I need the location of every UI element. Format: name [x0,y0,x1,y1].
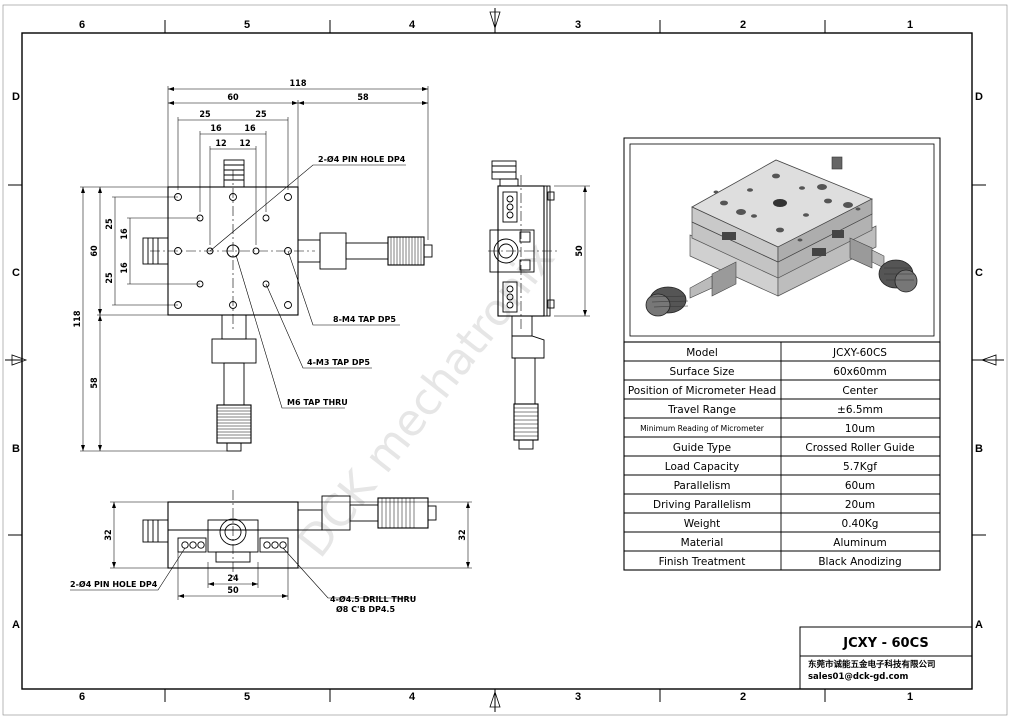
spec-table [623,341,941,571]
zone-row-c-right: C [975,267,983,279]
top-view-dimensions [80,86,429,452]
zone-col-5-bottom: 5 [244,691,250,703]
front-callout-drill: 4-Ø4.5 DRILL THRU [330,594,416,604]
callout-pin-hole: 2-Ø4 PIN HOLE DP4 [318,154,406,164]
drawing-frame [2,4,1008,716]
spec-label-position: Position of Micrometer Head [628,385,776,397]
bottom-micrometer-body [221,314,247,340]
spec-value-min-reading: 10um [845,423,875,435]
zone-col-3: 3 [575,19,581,31]
zone-col-2: 2 [740,19,746,31]
zone-col-4: 4 [409,19,416,31]
bottom-micrometer-thimble [216,404,252,444]
spec-label-load: Load Capacity [665,461,739,473]
spec-value-driving-parallelism: 20um [845,499,875,511]
spec-label-parallelism: Parallelism [674,480,731,492]
zone-row-b-right: B [975,443,983,455]
zone-col-3-bottom: 3 [575,691,581,703]
spec-value-weight: 0.40Kg [842,518,879,530]
zone-col-6-bottom: 6 [79,691,85,703]
dim-25-upper: 25 [105,218,115,230]
dim-118-top: 118 [290,79,307,89]
front-dim-32-right: 32 [458,529,468,540]
side-dim-50: 50 [575,245,585,257]
zone-row-b: B [12,443,20,455]
front-dim-24: 24 [227,574,239,584]
inner-border [21,32,973,690]
product-photo [623,137,941,343]
zone-col-6: 6 [79,19,85,31]
dim-16-upper: 16 [120,228,130,240]
front-view-labels: 32 32 24 50 2-Ø4 PIN HOLE DP4 4-Ø4.5 DRI… [70,529,468,614]
dim-25-left: 25 [199,110,211,120]
spec-value-finish: Black Anodizing [818,556,901,568]
spec-value-position: Center [842,385,878,397]
dim-12-right: 12 [239,139,250,149]
spec-label-guide: Guide Type [673,442,731,454]
top-view-callouts [209,164,406,409]
zone-row-a: A [12,619,20,631]
spec-value-guide: Crossed Roller Guide [805,442,914,454]
front-view [70,490,472,600]
top-view-dim-labels: 118 60 58 25 25 16 16 12 12 118 60 25 16… [73,79,369,389]
dim-60-top: 60 [227,93,239,103]
zone-col-4-bottom: 4 [409,691,416,703]
dim-58-left: 58 [90,377,100,389]
zone-col-5: 5 [244,19,250,31]
spec-value-surface: 60x60mm [833,366,886,378]
title-model: JCXY - 60CS [842,636,929,651]
spec-label-weight: Weight [684,518,721,530]
title-company: 东莞市诚能五金电子科技有限公司 [808,659,936,670]
spec-label-material: Material [681,537,724,549]
top-view-arrowheads [81,87,428,451]
dim-16-lower: 16 [120,262,130,274]
spec-label-surface: Surface Size [670,366,735,378]
dim-12-left: 12 [215,139,226,149]
spec-label-min-reading: Minimum Reading of Micrometer [640,424,765,433]
zone-col-1: 1 [907,19,913,31]
top-view-callout-text: 2-Ø4 PIN HOLE DP4 8-M4 TAP DP5 4-M3 TAP … [287,154,406,407]
callout-m3-tap: 4-M3 TAP DP5 [307,358,370,367]
front-callout-cbore: Ø8 C'B DP4.5 [336,604,395,614]
top-view [142,159,433,452]
spec-label-finish: Finish Treatment [659,556,746,568]
spec-label-driving-parallelism: Driving Parallelism [653,499,751,511]
spec-label-model: Model [686,347,718,359]
top-knob [223,159,245,188]
spec-value-model: JCXY-60CS [832,347,887,359]
front-callout-pin-hole: 2-Ø4 PIN HOLE DP4 [70,579,158,589]
spec-label-travel: Travel Range [667,404,736,416]
outer-border [2,4,1008,716]
spec-value-load: 5.7Kgf [843,461,877,473]
spec-value-parallelism: 60um [845,480,875,492]
mounting-holes [174,193,292,309]
dim-60-left: 60 [90,245,100,257]
dim-58-top: 58 [357,93,369,103]
title-email: sales01@dck-gd.com [808,672,908,682]
spec-value-travel: ±6.5mm [837,404,883,416]
dim-16-right: 16 [244,124,256,134]
zone-col-2-bottom: 2 [740,691,746,703]
spec-value-material: Aluminum [833,537,886,549]
spec-table-text: Model JCXY-60CS Surface Size 60x60mm Pos… [628,347,915,568]
dim-25-lower: 25 [105,272,115,284]
callout-m4-tap: 8-M4 TAP DP5 [333,315,396,324]
front-dim-32-left: 32 [104,529,114,540]
zone-row-d-right: D [975,91,983,103]
title-block [799,626,973,690]
zone-row-d: D [12,91,20,103]
left-knob [142,237,169,265]
zone-col-1-bottom: 1 [907,691,913,703]
zone-row-c: C [12,267,20,279]
dim-25-right: 25 [255,110,267,120]
dim-118-left: 118 [73,310,83,327]
side-view [488,160,590,450]
zone-labels: 6 5 4 3 2 1 6 5 4 3 2 1 D C B A D C B A [12,19,983,703]
front-dim-50: 50 [227,586,239,596]
zone-row-a-right: A [975,619,983,631]
dim-16-left: 16 [210,124,222,134]
callout-m6-tap: M6 TAP THRU [287,398,348,407]
